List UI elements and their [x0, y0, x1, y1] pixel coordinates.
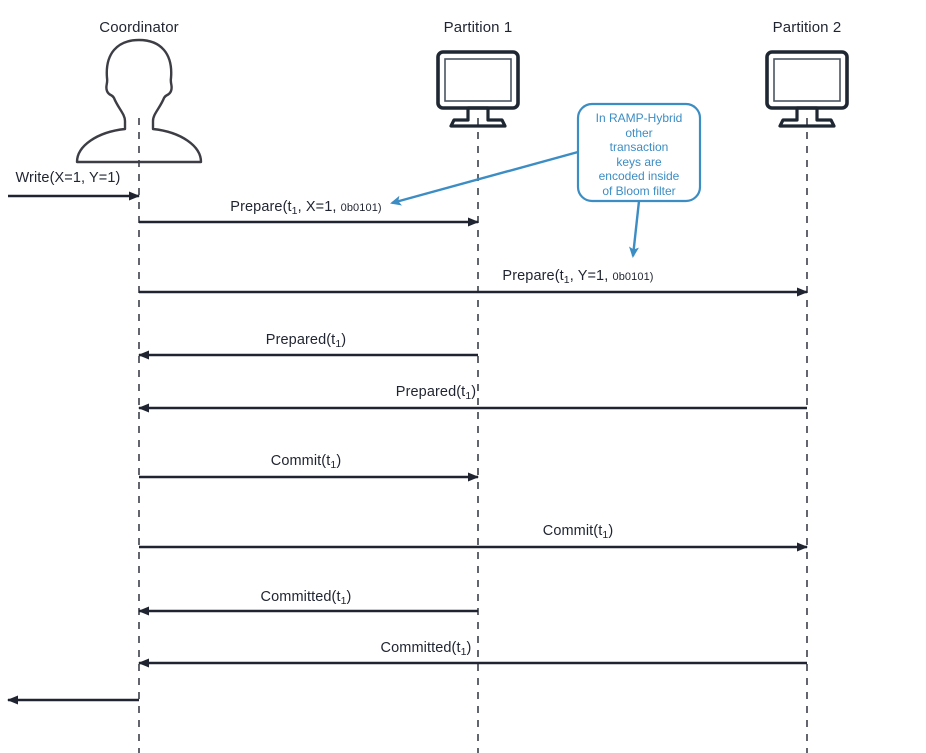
bloom-filter-note-text: In RAMP-Hybrid other transaction keys ar… — [595, 111, 683, 198]
monitor-icon-partition-1 — [436, 50, 520, 128]
message-label-prepare-partition-2: Prepare(t1, Y=1, 0b0101) — [502, 268, 654, 286]
message-label-prepared-from-partition-1: Prepared(t1) — [265, 332, 347, 350]
bloom-filter-value: 0b0101) — [340, 202, 382, 214]
message-label-subscript: 1 — [602, 529, 609, 541]
message-label-text: Prepared(t — [395, 384, 466, 400]
message-arrows-group — [7, 191, 808, 705]
message-label-subscript: 1 — [335, 338, 342, 350]
monitor-screen — [773, 58, 841, 102]
participant-title-partition-2: Partition 2 — [772, 19, 842, 36]
message-label-commit-partition-1: Commit(t1) — [270, 453, 342, 471]
message-label-text: Prepare(t — [230, 199, 292, 215]
message-label-suffix: ) — [466, 640, 472, 656]
monitor-icon-partition-2 — [765, 50, 849, 128]
message-label-suffix: , Y=1, — [569, 268, 613, 284]
message-label-suffix: ) — [471, 384, 477, 400]
message-label-text: Prepare(t — [502, 268, 564, 284]
person-silhouette — [75, 38, 203, 164]
callout-arrow-to-prepare-2 — [629, 200, 641, 258]
person-icon-coordinator — [75, 38, 203, 164]
participant-title-partition-1: Partition 1 — [443, 19, 513, 36]
message-label-suffix: ) — [608, 523, 614, 539]
message-label-commit-partition-2: Commit(t1) — [542, 523, 614, 541]
message-label-subscript: 1 — [465, 390, 472, 402]
message-label-text: Committed(t — [260, 589, 341, 605]
message-label-committed-from-partition-1: Committed(t1) — [260, 589, 352, 607]
message-label-write-request: Write(X=1, Y=1) — [16, 170, 121, 186]
message-label-text: Committed(t — [380, 640, 461, 656]
monitor-outer-frame — [765, 50, 849, 110]
message-label-subscript: 1 — [563, 274, 570, 286]
participant-title-coordinator: Coordinator — [99, 19, 179, 36]
message-label-subscript: 1 — [460, 646, 467, 658]
message-label-prepared-from-partition-2: Prepared(t1) — [395, 384, 477, 402]
message-label-subscript: 1 — [340, 595, 347, 607]
monitor-outer-frame — [436, 50, 520, 110]
message-label-subscript: 1 — [330, 459, 337, 471]
message-label-prepare-partition-1: Prepare(t1, X=1, 0b0101) — [230, 199, 382, 217]
monitor-screen — [444, 58, 512, 102]
message-label-suffix: , X=1, — [297, 199, 341, 215]
message-label-suffix: ) — [341, 332, 347, 348]
message-label-text: Prepared(t — [265, 332, 336, 348]
message-label-text: Write(X=1, Y=1) — [15, 170, 121, 186]
message-label-text: Commit(t — [270, 453, 331, 469]
participant-icons-group — [75, 38, 849, 164]
monitor-stand — [449, 106, 507, 128]
message-label-suffix: ) — [346, 589, 352, 605]
message-label-text: Commit(t — [542, 523, 603, 539]
bloom-filter-value: 0b0101) — [612, 271, 654, 283]
message-label-committed-from-partition-2: Committed(t1) — [380, 640, 472, 658]
callout-group — [390, 102, 702, 258]
message-label-subscript: 1 — [291, 205, 298, 217]
callout-arrow-to-prepare-1 — [390, 150, 579, 206]
message-label-suffix: ) — [336, 453, 342, 469]
monitor-stand — [778, 106, 836, 128]
